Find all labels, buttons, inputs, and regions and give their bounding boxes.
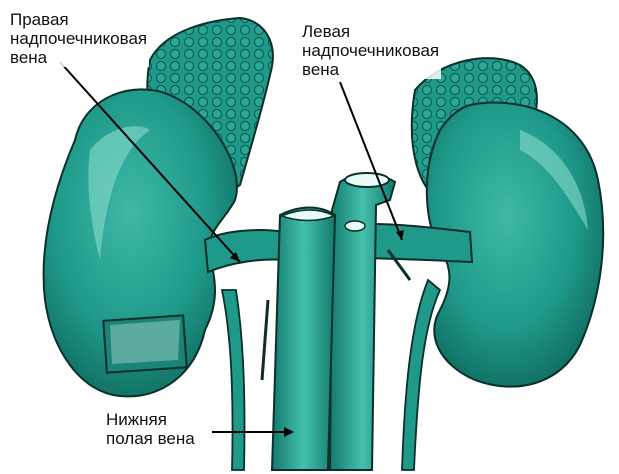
label-line: Нижняя <box>106 410 195 429</box>
label-right-adrenal-vein: Правая надпочечниковая вена <box>8 10 149 67</box>
branch-opening <box>345 221 365 231</box>
label-line: вена <box>302 60 439 79</box>
right-ureter <box>222 290 245 470</box>
label-line: вена <box>10 48 147 67</box>
label-line: полая вена <box>106 429 195 448</box>
label-line: Правая <box>10 10 147 29</box>
label-line: Левая <box>302 22 439 41</box>
cut-window-sheen <box>110 320 180 364</box>
inferior-vena-cava <box>272 208 335 471</box>
aorta <box>330 175 395 471</box>
label-inferior-vena-cava: Нижняя полая вена <box>104 410 197 448</box>
label-line: надпочечниковая <box>302 41 439 60</box>
label-line: надпочечниковая <box>10 29 147 48</box>
gonadal-vessel <box>262 300 268 380</box>
aorta-opening <box>345 173 389 187</box>
label-left-adrenal-vein: Левая надпочечниковая вена <box>300 22 441 79</box>
left-ureter <box>402 280 440 470</box>
